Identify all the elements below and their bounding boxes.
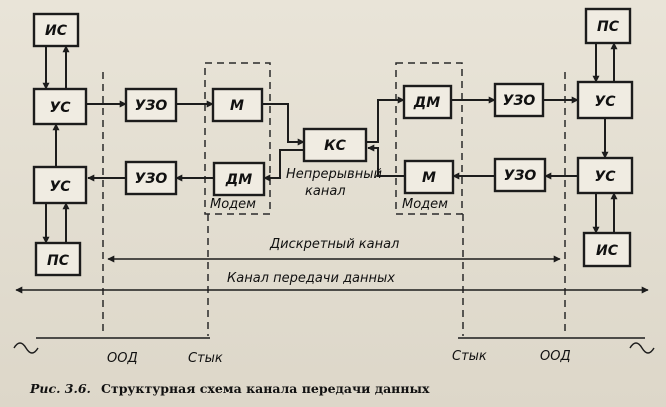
svg-text:ДМ: ДМ (413, 95, 440, 111)
block-uzo-right-bottom: УЗО (493, 157, 547, 193)
modem-label-left: Модем (210, 197, 256, 212)
svg-text:М: М (230, 98, 244, 114)
svg-text:УЗО: УЗО (135, 98, 168, 114)
block-is-left: ИС (32, 12, 80, 48)
svg-text:УС: УС (49, 100, 71, 116)
svg-text:ИС: ИС (596, 243, 619, 259)
svg-text:ПС: ПС (47, 253, 70, 269)
ood-label-left: ООД (107, 351, 138, 366)
svg-text:М: М (422, 170, 436, 186)
svg-text:КС: КС (324, 138, 346, 154)
block-dm-left: ДМ (212, 161, 266, 197)
block-us-left-top: УС (32, 87, 88, 126)
block-us-left-bottom: УС (32, 165, 88, 205)
ground-wave-left (13, 342, 39, 354)
svg-text:УС: УС (594, 169, 616, 185)
block-us-right-top: УС (576, 80, 634, 120)
block-ps-left: ПС (34, 241, 82, 277)
styk-label-right: Стык (452, 349, 487, 364)
modem-label-right: Модем (402, 197, 448, 212)
svg-text:УС: УС (49, 179, 71, 195)
svg-text:УЗО: УЗО (503, 93, 536, 109)
channel-label-line1: Непрерывный (286, 167, 382, 182)
svg-text:УЗО: УЗО (504, 168, 537, 184)
figure-caption: Рис. 3.6. Структурная схема канала перед… (29, 378, 430, 397)
block-is-right: ИС (582, 231, 632, 268)
svg-text:УЗО: УЗО (135, 171, 168, 187)
block-m-left: М (211, 87, 264, 123)
block-uzo-left-bottom: УЗО (124, 160, 178, 196)
block-m-right: М (403, 159, 455, 195)
block-ks: КС (302, 127, 368, 163)
block-ps-right: ПС (584, 7, 632, 45)
block-uzo-left-top: УЗО (124, 87, 178, 123)
svg-text:ПС: ПС (597, 19, 620, 35)
discrete-channel-label: Дискретный канал (269, 237, 399, 252)
styk-label-left: Стык (188, 351, 223, 366)
block-uzo-right-top: УЗО (493, 82, 545, 118)
ground-wave-right (629, 342, 655, 354)
ood-label-right: ООД (540, 349, 571, 364)
data-channel-label: Канал передачи данных (227, 271, 395, 286)
svg-text:ДМ: ДМ (225, 172, 252, 188)
connections (42, 42, 618, 244)
block-dm-right: ДМ (402, 84, 453, 120)
block-us-right-bottom: УС (576, 156, 634, 195)
svg-text:ИС: ИС (45, 23, 68, 39)
channel-label-line2: канал (305, 184, 346, 199)
svg-text:УС: УС (594, 94, 616, 110)
